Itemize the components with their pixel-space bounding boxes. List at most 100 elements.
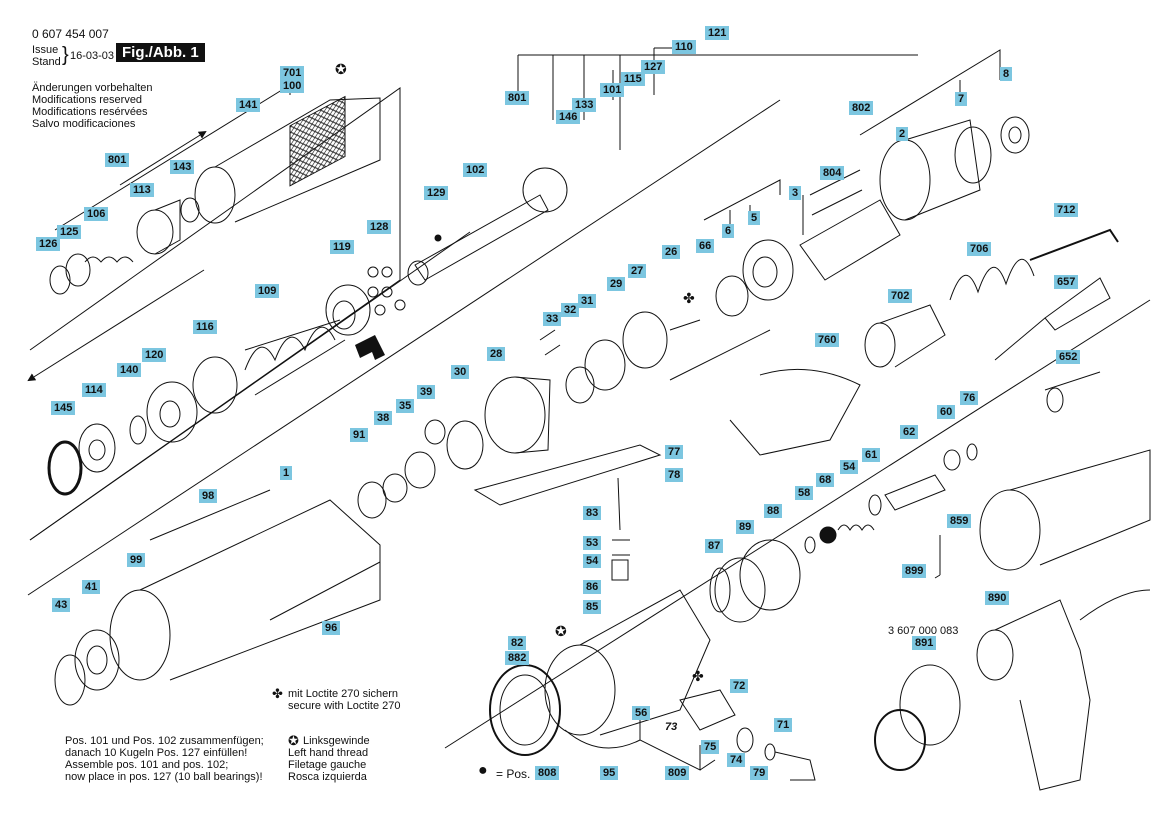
pos-legend-text: = Pos. [496,767,531,781]
figure-label: Fig./Abb. 1 [116,43,205,62]
part-number-891: 3 607 000 083 [888,625,959,637]
left-thread-icon: ✪ [288,733,299,748]
callout-1: 1 [280,466,293,480]
callout-2: 2 [896,127,909,141]
callout-5: 5 [748,211,761,225]
brace: } [62,44,69,66]
left-thread-marker-icon: ✪ [555,623,567,639]
callout-98: 98 [199,489,218,503]
callout-110: 110 [672,40,696,54]
callout-8: 8 [1000,67,1013,81]
document-number: 0 607 454 007 [32,27,109,41]
callout-28: 28 [487,347,506,361]
callout-88: 88 [764,504,783,518]
callout-74: 74 [727,753,746,767]
assembly-note-3: Assemble pos. 101 and pos. 102; [65,759,229,771]
callout-804: 804 [820,166,845,180]
callout-3: 3 [789,186,802,200]
issue-label: Issue [32,44,59,56]
callout-75: 75 [701,740,720,754]
issue-date: 16-03-03 [70,50,115,62]
callout-32: 32 [561,303,580,317]
callout-61: 61 [862,448,881,462]
callout-26: 26 [662,245,681,259]
callout-102: 102 [463,163,488,177]
callout-7: 7 [955,92,968,106]
assembly-note-4: now place in pos. 127 (10 ball bearings)… [65,771,263,783]
callout-127: 127 [641,60,666,74]
callout-95: 95 [600,766,619,780]
loctite-marker-icon: ✤ [683,290,695,306]
callout-702: 702 [888,289,913,303]
callout-54-b: 54 [840,460,859,474]
callout-113: 113 [130,183,154,197]
callout-85: 85 [583,600,602,614]
callout-35: 35 [396,399,415,413]
callout-89: 89 [736,520,755,534]
callout-71: 71 [774,718,793,732]
callout-39: 39 [417,385,436,399]
callout-859: 859 [947,514,972,528]
callout-882: 882 [505,651,530,665]
callout-29: 29 [607,277,626,291]
callout-706: 706 [967,242,992,256]
callout-109: 109 [255,284,280,298]
left-thread-de: Linksgewinde [303,735,370,747]
bullet-icon: ● [478,762,488,779]
callout-76: 76 [960,391,979,405]
callout-82: 82 [508,636,527,650]
loctite-note-de: mit Loctite 270 sichern [288,688,399,700]
left-thread-en: Left hand thread [288,747,369,759]
callout-106: 106 [84,207,109,221]
modifications-en: Modifications reserved [32,94,143,106]
callout-73: 73 [665,721,678,733]
callout-120: 120 [142,348,167,362]
callout-6: 6 [722,224,735,238]
callout-38: 38 [374,411,393,425]
callout-899: 899 [902,564,927,578]
left-thread-fr: Filetage gauche [288,759,367,771]
loctite-note-en: secure with Loctite 270 [288,700,401,712]
callout-140: 140 [117,363,142,377]
callout-79: 79 [750,766,769,780]
callout-133: 133 [572,98,597,112]
callout-72: 72 [730,679,749,693]
callout-96: 96 [322,621,341,635]
callout-31: 31 [578,294,597,308]
callout-100: 100 [280,79,305,93]
assembly-note-1: Pos. 101 und Pos. 102 zusammenfügen; [65,735,264,747]
callout-83: 83 [583,506,602,520]
callout-66: 66 [696,239,715,253]
callout-129: 129 [424,186,449,200]
callout-54-a: 54 [583,554,602,568]
callout-141: 141 [236,98,261,112]
callout-58: 58 [795,486,814,500]
callout-114: 114 [82,383,106,397]
callout-115: 115 [621,72,645,86]
modifications-fr: Modifications resérvées [32,106,148,118]
callout-146: 146 [556,110,581,124]
left-thread-es: Rosca izquierda [288,771,367,783]
callout-701: 701 [280,66,305,80]
callout-60: 60 [937,405,956,419]
callout-91: 91 [350,428,369,442]
loctite-marker-icon: ✤ [692,668,704,684]
callout-86: 86 [583,580,602,594]
callout-77: 77 [665,445,684,459]
callout-145: 145 [51,401,76,415]
callout-890: 890 [985,591,1010,605]
callout-43: 43 [52,598,71,612]
left-thread-marker-icon: ✪ [335,61,347,77]
callout-56: 56 [632,706,651,720]
callout-125: 125 [57,225,82,239]
callout-121: 121 [705,26,730,40]
callout-62: 62 [900,425,919,439]
callout-760: 760 [815,333,840,347]
callout-657: 657 [1054,275,1079,289]
callout-119: 119 [330,240,354,254]
stand-label: Stand [32,56,61,68]
callout-33: 33 [543,312,562,326]
callout-712: 712 [1054,203,1079,217]
callout-53: 53 [583,536,602,550]
